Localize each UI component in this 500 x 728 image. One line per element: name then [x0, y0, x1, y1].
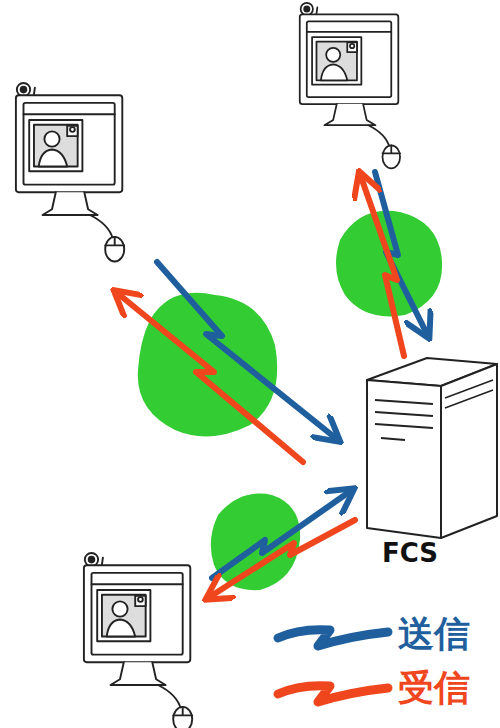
receive-arrow — [360, 174, 404, 356]
legend-swatch — [278, 630, 388, 646]
receive-arrow — [208, 520, 355, 598]
legend-swatch — [278, 686, 388, 702]
send-arrow — [375, 172, 428, 336]
client-computer — [84, 553, 192, 728]
server-node: FCS — [345, 338, 500, 578]
network-blob — [211, 494, 300, 591]
client-computer — [16, 83, 124, 262]
receive-arrow — [116, 292, 303, 462]
server-label: FCS — [365, 538, 455, 568]
legend-text: 送信 — [398, 614, 470, 654]
client-computer — [300, 3, 400, 168]
legend-text: 受信 — [398, 668, 470, 708]
